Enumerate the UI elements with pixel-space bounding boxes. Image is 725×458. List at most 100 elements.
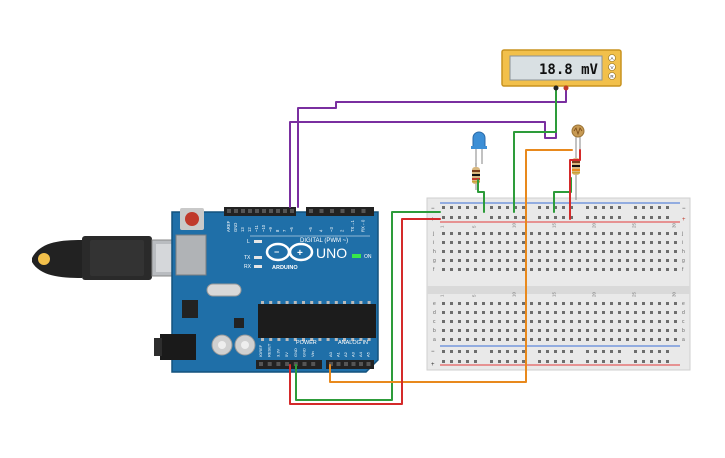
terminal-hole[interactable] <box>578 232 581 235</box>
terminal-hole[interactable] <box>570 320 573 323</box>
rail-hole[interactable] <box>554 206 557 209</box>
terminal-hole[interactable] <box>474 338 477 341</box>
terminal-hole[interactable] <box>570 338 573 341</box>
terminal-hole[interactable] <box>594 268 597 271</box>
rail-hole[interactable] <box>650 216 653 219</box>
terminal-hole[interactable] <box>458 268 461 271</box>
terminal-hole[interactable] <box>586 259 589 262</box>
terminal-hole[interactable] <box>626 311 629 314</box>
terminal-hole[interactable] <box>658 338 661 341</box>
terminal-hole[interactable] <box>450 259 453 262</box>
terminal-hole[interactable] <box>482 329 485 332</box>
terminal-hole[interactable] <box>562 338 565 341</box>
rail-hole[interactable] <box>650 350 653 353</box>
terminal-hole[interactable] <box>658 232 661 235</box>
terminal-hole[interactable] <box>458 302 461 305</box>
rail-hole[interactable] <box>634 360 637 363</box>
terminal-hole[interactable] <box>482 250 485 253</box>
terminal-hole[interactable] <box>466 329 469 332</box>
terminal-hole[interactable] <box>466 311 469 314</box>
terminal-hole[interactable] <box>530 259 533 262</box>
rail-hole[interactable] <box>442 206 445 209</box>
rail-hole[interactable] <box>522 216 525 219</box>
mode-button-v[interactable] <box>608 63 616 71</box>
terminal-hole[interactable] <box>522 268 525 271</box>
terminal-hole[interactable] <box>490 329 493 332</box>
wire-orange-a0[interactable] <box>329 149 573 383</box>
terminal-hole[interactable] <box>602 329 605 332</box>
terminal-hole[interactable] <box>450 268 453 271</box>
terminal-hole[interactable] <box>554 259 557 262</box>
terminal-hole[interactable] <box>626 250 629 253</box>
digital-pin-hole[interactable] <box>276 209 280 213</box>
terminal-hole[interactable] <box>634 268 637 271</box>
terminal-hole[interactable] <box>562 329 565 332</box>
terminal-hole[interactable] <box>522 259 525 262</box>
terminal-hole[interactable] <box>602 338 605 341</box>
terminal-hole[interactable] <box>530 338 533 341</box>
rail-hole[interactable] <box>554 216 557 219</box>
terminal-hole[interactable] <box>442 338 445 341</box>
digital-pin-hole[interactable] <box>361 209 366 213</box>
terminal-hole[interactable] <box>650 329 653 332</box>
terminal-hole[interactable] <box>610 259 613 262</box>
terminal-hole[interactable] <box>586 338 589 341</box>
terminal-hole[interactable] <box>450 302 453 305</box>
terminal-hole[interactable] <box>538 311 541 314</box>
rail-hole[interactable] <box>594 350 597 353</box>
terminal-hole[interactable] <box>498 259 501 262</box>
terminal-hole[interactable] <box>466 302 469 305</box>
rail-hole[interactable] <box>498 350 501 353</box>
terminal-hole[interactable] <box>578 241 581 244</box>
terminal-hole[interactable] <box>666 302 669 305</box>
terminal-hole[interactable] <box>578 338 581 341</box>
terminal-hole[interactable] <box>610 311 613 314</box>
terminal-hole[interactable] <box>538 320 541 323</box>
terminal-hole[interactable] <box>450 232 453 235</box>
terminal-hole[interactable] <box>554 302 557 305</box>
terminal-hole[interactable] <box>506 329 509 332</box>
rail-hole[interactable] <box>642 360 645 363</box>
rail-hole[interactable] <box>642 216 645 219</box>
terminal-hole[interactable] <box>570 311 573 314</box>
terminal-hole[interactable] <box>530 268 533 271</box>
rail-hole[interactable] <box>466 360 469 363</box>
terminal-hole[interactable] <box>658 250 661 253</box>
terminal-hole[interactable] <box>634 232 637 235</box>
terminal-hole[interactable] <box>458 232 461 235</box>
wire-red-gnd[interactable] <box>289 218 441 405</box>
terminal-hole[interactable] <box>634 329 637 332</box>
terminal-hole[interactable] <box>642 338 645 341</box>
rail-hole[interactable] <box>546 360 549 363</box>
terminal-hole[interactable] <box>626 232 629 235</box>
blue-led[interactable] <box>471 131 487 166</box>
rail-hole[interactable] <box>514 350 517 353</box>
terminal-hole[interactable] <box>586 232 589 235</box>
terminal-hole[interactable] <box>490 241 493 244</box>
terminal-hole[interactable] <box>506 311 509 314</box>
terminal-hole[interactable] <box>578 259 581 262</box>
digital-pin-hole[interactable] <box>227 209 231 213</box>
terminal-hole[interactable] <box>610 250 613 253</box>
terminal-hole[interactable] <box>562 302 565 305</box>
terminal-hole[interactable] <box>650 338 653 341</box>
rail-hole[interactable] <box>458 360 461 363</box>
terminal-hole[interactable] <box>546 268 549 271</box>
terminal-hole[interactable] <box>618 259 621 262</box>
terminal-hole[interactable] <box>482 338 485 341</box>
terminal-hole[interactable] <box>514 338 517 341</box>
rail-hole[interactable] <box>594 360 597 363</box>
terminal-hole[interactable] <box>506 338 509 341</box>
rail-hole[interactable] <box>474 206 477 209</box>
terminal-hole[interactable] <box>674 232 677 235</box>
power-pin-hole[interactable] <box>259 362 263 366</box>
terminal-hole[interactable] <box>562 250 565 253</box>
rail-hole[interactable] <box>466 350 469 353</box>
terminal-hole[interactable] <box>546 311 549 314</box>
rail-hole[interactable] <box>490 360 493 363</box>
terminal-hole[interactable] <box>602 232 605 235</box>
terminal-hole[interactable] <box>666 241 669 244</box>
wire-green-meter[interactable] <box>513 89 557 213</box>
terminal-hole[interactable] <box>626 259 629 262</box>
